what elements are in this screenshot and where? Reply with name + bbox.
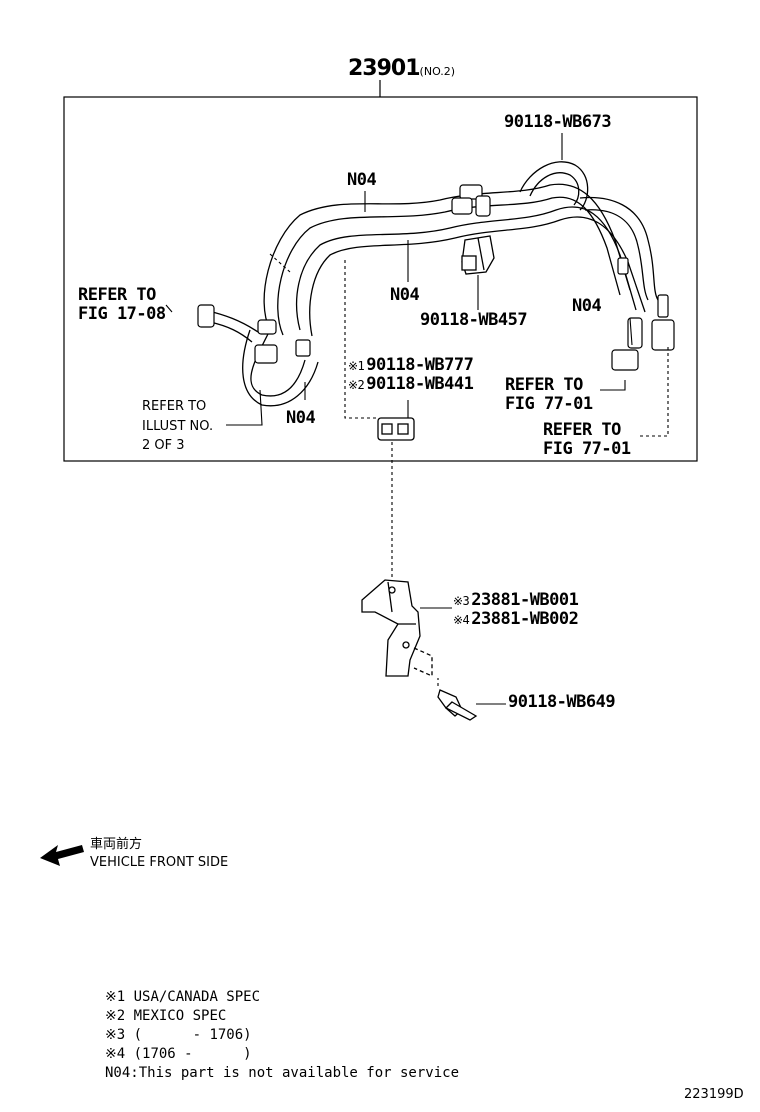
refer-fig-77-01-b-line2: FIG 77-01 (543, 439, 631, 459)
wb777-mark: ※1 (348, 359, 365, 373)
callout-n04-top: N04 (347, 170, 377, 190)
clamp-wb777 (377, 417, 415, 441)
illust-line2: ILLUST NO. (142, 418, 214, 434)
note-1: ※1 USA/CANADA SPEC (105, 989, 261, 1005)
refer-fig-17-08-line2: FIG 17-08 (78, 304, 166, 324)
callout-wb457[interactable]: 90118-WB457 (420, 310, 528, 330)
note-2: ※2 MEXICO SPEC (105, 1008, 227, 1024)
callout-n04-left: N04 (286, 408, 316, 428)
vehicle-front-arrow (40, 845, 84, 866)
assembly-variant: (NO.2) (419, 65, 456, 78)
vehicle-front-english: VEHICLE FRONT SIDE (90, 855, 229, 870)
assembly-number-main: 23901 (348, 56, 421, 81)
wb777-number: 90118-WB777 (366, 355, 474, 375)
note-5: N04:This part is not available for servi… (105, 1065, 460, 1081)
refer-fig-77-01-b[interactable]: REFER TO FIG 77-01 (543, 421, 631, 459)
vehicle-front-label: 車両前方 VEHICLE FRONT SIDE (90, 836, 228, 872)
illust-line1: REFER TO (142, 399, 207, 414)
illust-line3: 2 OF 3 (142, 438, 185, 453)
vehicle-front-japanese: 車両前方 (90, 837, 143, 852)
refer-fig-17-08[interactable]: REFER TO FIG 17-08 (78, 286, 166, 324)
bolt-wb649 (437, 689, 478, 721)
note-4: ※4 (1706 - ) (105, 1046, 252, 1062)
wb002-number: 23881-WB002 (471, 609, 579, 629)
refer-fig-77-01-a-line1: REFER TO (505, 375, 583, 395)
refer-illust-2-of-3[interactable]: REFER TO ILLUST NO. 2 OF 3 (142, 397, 213, 456)
callout-wb673[interactable]: 90118-WB673 (504, 112, 612, 132)
wb001-number: 23881-WB001 (471, 590, 579, 610)
refer-fig-77-01-a-line2: FIG 77-01 (505, 394, 593, 414)
bracket-23881 (361, 579, 433, 678)
footnotes: ※1 USA/CANADA SPEC ※2 MEXICO SPEC ※3 ( -… (105, 990, 459, 1085)
note-3: ※3 ( - 1706) (105, 1027, 252, 1043)
wb441-mark: ※2 (348, 378, 365, 392)
leader-lines (165, 133, 669, 705)
assembly-number: 23901(NO.2) (348, 58, 455, 80)
callout-wb649[interactable]: 90118-WB649 (508, 692, 616, 712)
callout-n04-right: N04 (572, 296, 602, 316)
figure-id: 223199D (684, 1087, 744, 1102)
clamp-wb457 (461, 235, 495, 275)
refer-fig-17-08-line1: REFER TO (78, 285, 156, 305)
refer-fig-77-01-a[interactable]: REFER TO FIG 77-01 (505, 376, 593, 414)
wb002-mark: ※4 (453, 613, 470, 627)
hose-connectors (197, 184, 675, 371)
refer-fig-77-01-b-line1: REFER TO (543, 420, 621, 440)
callout-n04-mid: N04 (390, 285, 420, 305)
wb001-mark: ※3 (453, 594, 470, 608)
wb441-number: 90118-WB441 (366, 374, 474, 394)
